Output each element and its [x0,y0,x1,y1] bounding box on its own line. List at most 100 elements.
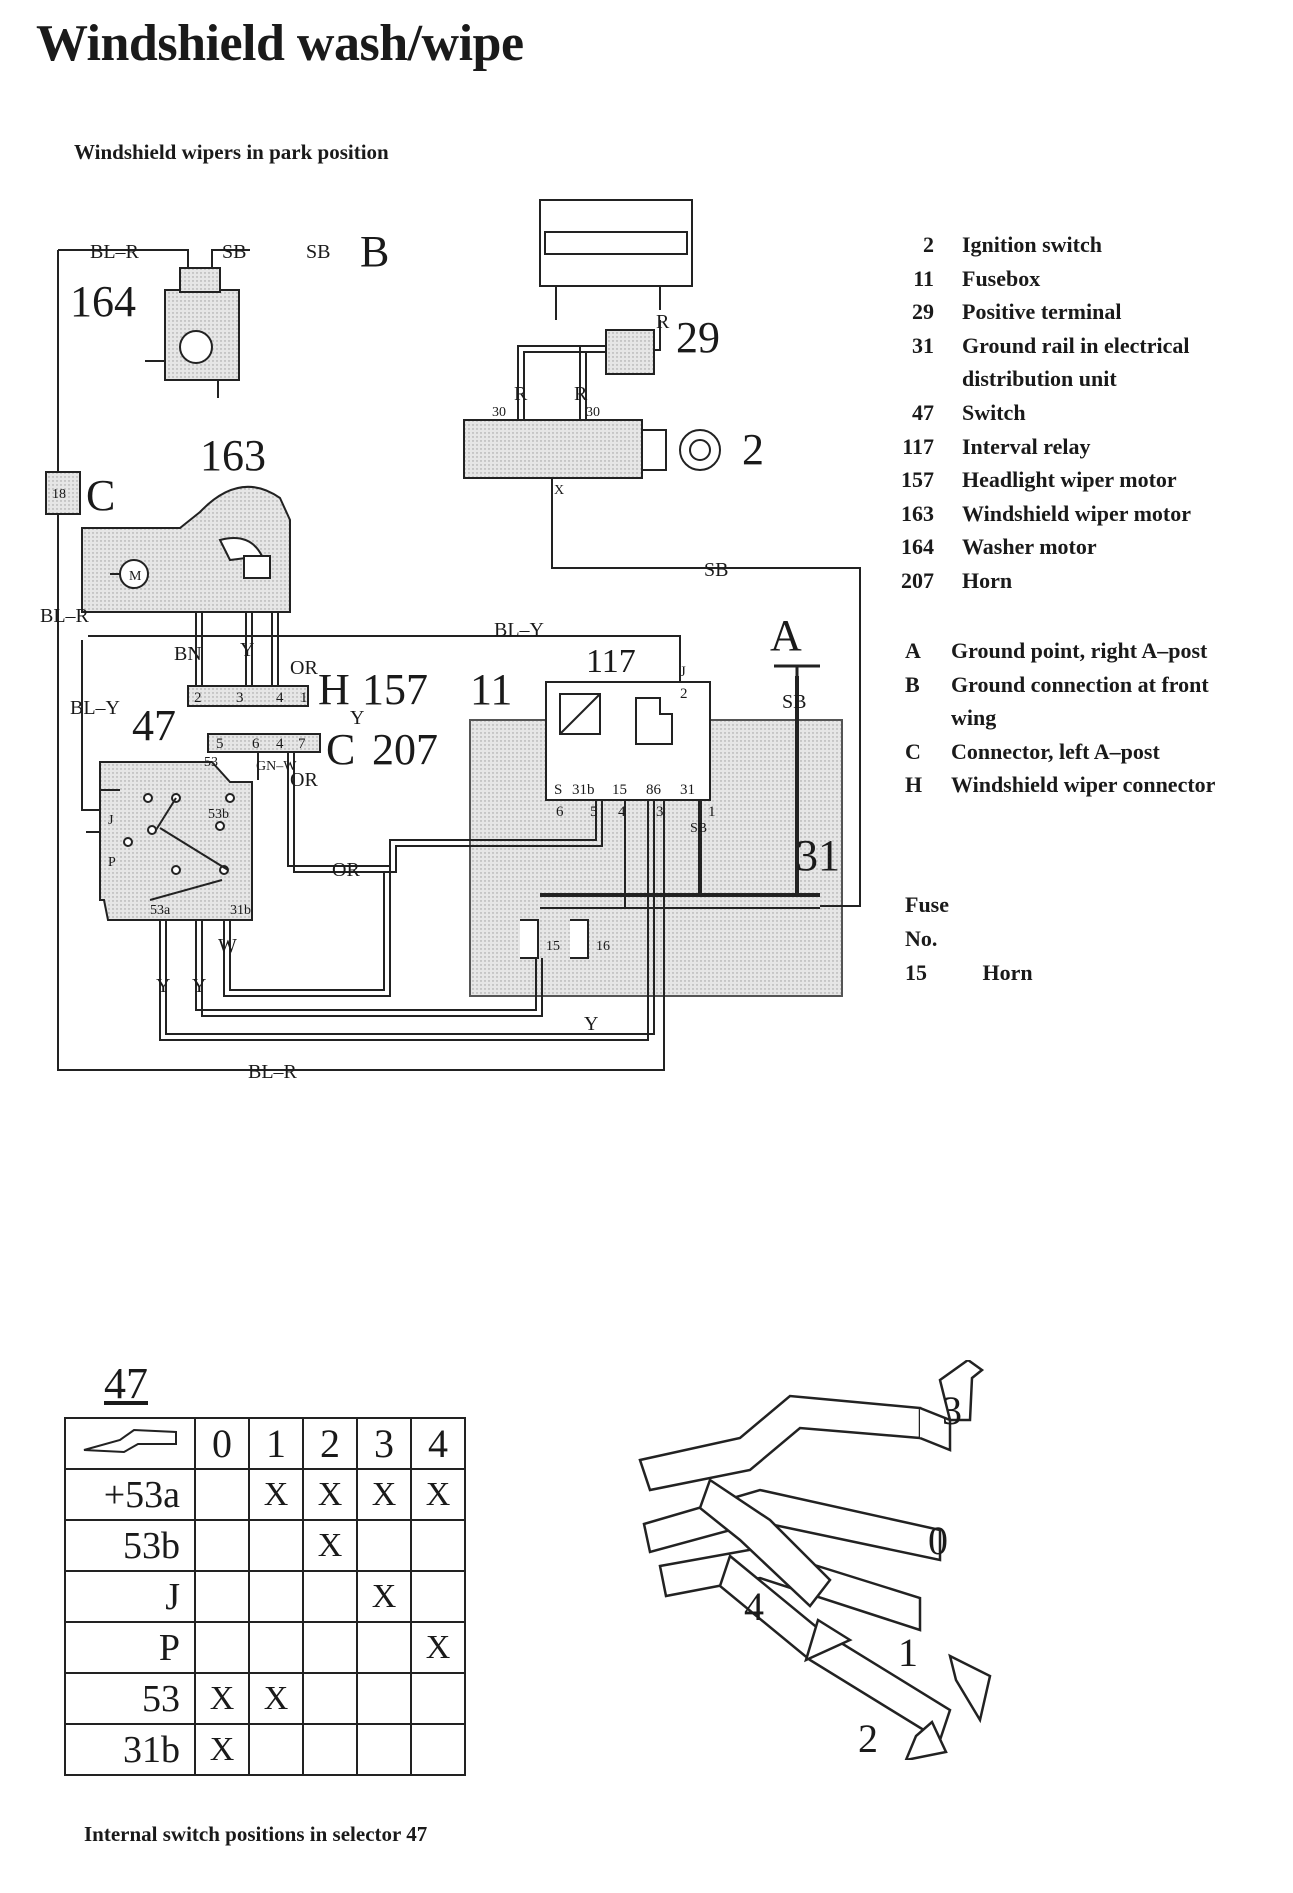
component-legend-label: Fusebox [962,265,1041,291]
selector-table-number: 47 [104,1359,148,1408]
pin-c5: 5 [216,736,224,752]
lever-position-3: 3 [942,1388,962,1433]
terminal-53a: 53a [150,903,171,918]
pin-c7: 7 [298,736,306,752]
relay-out-4: 4 [618,804,626,820]
wire-bl-r-bottom: BL–R [248,1061,298,1083]
label-B: B [360,227,389,276]
label-29: 29 [676,313,720,362]
switch-mark-cell [410,1570,466,1623]
letter-legend-label: Windshield wiper connector [951,772,1216,798]
wire-r2: R [514,383,528,405]
wire-sb-a: SB [782,691,806,713]
switch-mark-cell: X [248,1468,304,1521]
switch-mark-cell [410,1672,466,1725]
fuse-16-label: 16 [596,939,610,954]
label-207: 207 [372,725,438,774]
component-legend-number: 31 [912,332,934,358]
switch-mark-cell [302,1723,358,1776]
label-164: 164 [70,277,136,326]
component-legend-number: 11 [913,265,934,291]
relay-pin-15: 15 [612,782,627,798]
relay-out-1: 1 [708,804,716,820]
terminal-30b: 30 [586,405,600,420]
letter-legend-number: B [905,671,920,697]
motor-m-label: M [129,569,142,584]
wiring-diagram: 164 163 47 157 207 11 29 2 31 A B C C H … [40,199,861,1083]
switch-mark-cell [410,1519,466,1572]
terminal-31b: 31b [230,903,251,918]
relay-out-6: 6 [556,804,564,820]
switch-mark-cell: X [356,1468,412,1521]
wire-y-h: Y [350,707,364,729]
switch-mark-cell [248,1621,304,1674]
lever-position-0: 0 [928,1518,948,1563]
switch-mark-cell [302,1570,358,1623]
pin-h2: 2 [194,690,202,706]
component-legend-number: 2 [923,232,934,257]
component-legend-number: 47 [912,400,934,425]
switch-mark-cell: X [356,1570,412,1623]
pin-h3: 3 [236,690,244,706]
wire-bl-r-left: BL–R [40,605,90,627]
switch-mark-cell [248,1570,304,1623]
terminal-row-label: J [64,1570,196,1623]
wire-w: W [218,935,237,957]
relay-pin-2: 2 [680,686,688,702]
wire-bl-r-top: BL–R [90,241,140,263]
switch-mark-cell [194,1570,250,1623]
connector-h [187,685,309,707]
label-A: A [770,611,802,660]
connector-c-207 [207,733,321,753]
terminal-row-label: 53b [64,1519,196,1572]
fuse-15-label: 15 [546,939,560,954]
switch-mark-cell [248,1519,304,1572]
switch-mark-cell: X [248,1672,304,1725]
switch-mark-cell: X [302,1519,358,1572]
wire-y-b: Y [192,975,206,997]
switch-mark-cell [302,1672,358,1725]
fuse-row: 15 Horn [905,956,1033,990]
relay-sb: SB [690,821,707,836]
lever-symbol-icon [64,1417,196,1470]
positive-terminal-29 [605,329,655,375]
table-row: 53b X [64,1519,466,1572]
component-legend-number: 157 [901,467,934,493]
pin-h1: 1 [300,690,308,706]
fuse-number-heading: No. [905,926,938,951]
wire-or3: OR [332,859,360,881]
letter-legend-number: C [905,738,921,764]
component-legend-label: Interval relay [962,433,1091,459]
component-legend-label: Windshield wiper motor [962,500,1191,526]
wire-sb-top1: SB [222,241,246,263]
switch-mark-cell [356,1621,412,1674]
relay-pin-86: 86 [646,782,662,798]
relay-pin-J: J [680,664,686,680]
fuse-legend: Fuse No. 15 Horn [905,888,1033,990]
wire-bn: BN [174,643,202,665]
component-legend-label: Washer motor [962,534,1097,560]
connector-c-left [45,471,81,515]
fuse-heading: Fuse [905,892,949,917]
component-legend-number: 29 [912,299,934,325]
pin-h4: 4 [276,690,284,706]
component-legend-label: Headlight wiper motor [962,467,1177,493]
lever-position-4: 4 [744,1584,764,1629]
switch-mark-cell [248,1723,304,1776]
switch-mark-cell [302,1621,358,1674]
label-117: 117 [586,643,636,680]
terminal-30a: 30 [492,405,506,420]
label-H: H [318,665,350,714]
wire-or1: OR [290,657,318,679]
connector-18-label: 18 [52,487,66,502]
letter-legend-label: wing [951,705,997,731]
relay-out-3: 3 [656,804,664,820]
switch-mark-cell: X [410,1621,466,1674]
diagram-subtitle: Windshield wipers in park position [74,140,389,164]
position-column-header: 3 [356,1417,412,1470]
lever-position-2: 2 [858,1716,878,1760]
